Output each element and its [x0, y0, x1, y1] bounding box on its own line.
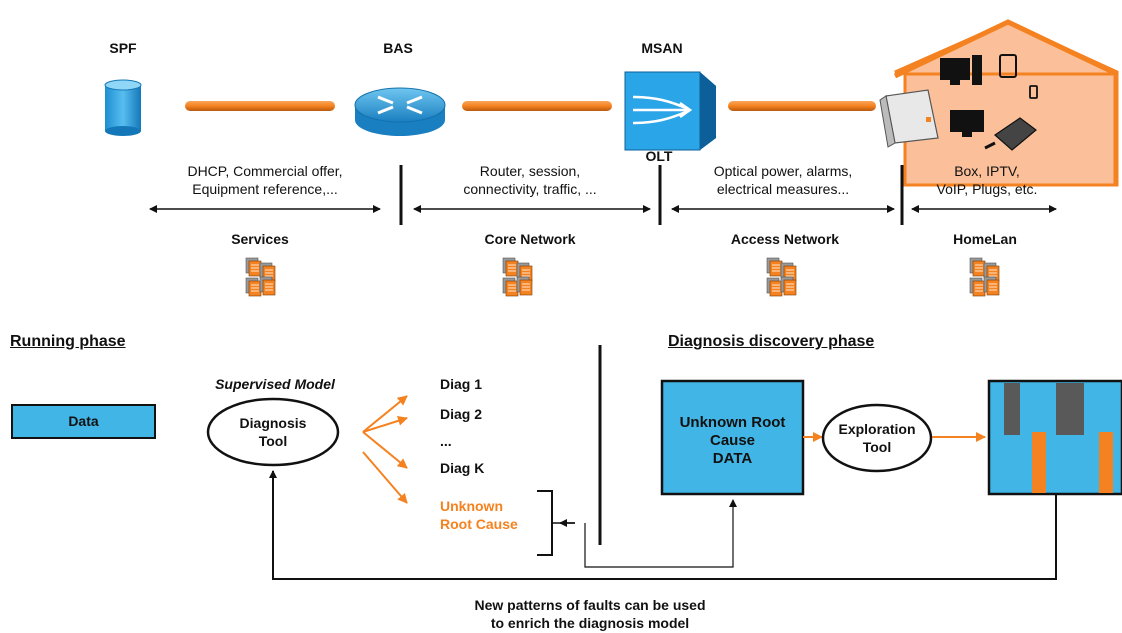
bas-label: BAS — [383, 40, 413, 56]
segment-label-access: Access Network — [730, 231, 840, 247]
segment-label-homelan: HomeLan — [953, 231, 1017, 247]
cluster-result-box — [987, 379, 1122, 496]
diag-output: Diag K — [440, 460, 485, 476]
segment-label-services: Services — [231, 231, 289, 247]
pipe-spf-bas — [185, 101, 335, 111]
segment-desc: Optical power, alarms, electrical measur… — [713, 163, 853, 197]
unknown-root-cause-label: Unknown Root Cause — [440, 498, 518, 532]
segment-desc: DHCP, Commercial offer, Equipment refere… — [187, 163, 343, 197]
segment-desc: Box, IPTV, VoIP, Plugs, etc. — [936, 163, 1038, 197]
document-stack-icon — [245, 257, 276, 297]
document-stack-icon — [766, 257, 797, 297]
data-box — [11, 404, 156, 439]
olt-label: OLT — [645, 148, 673, 164]
running-phase-heading: Running phase — [10, 333, 126, 350]
msan-label: MSAN — [641, 40, 683, 56]
document-stack-icon — [502, 257, 533, 297]
msan-icon — [624, 71, 716, 151]
supervised-model-label: Supervised Model — [215, 376, 335, 392]
pipe-bas-msan — [462, 101, 612, 111]
diagnosis-tool-label: Diagnosis Tool — [239, 415, 307, 449]
diag-output: Diag 2 — [440, 406, 483, 422]
document-stack-icon — [969, 257, 1000, 297]
spf-label: SPF — [109, 40, 137, 56]
exploration-tool-ellipse — [821, 403, 933, 473]
diagnosis-tool-ellipse — [206, 397, 340, 467]
exploration-tool-label: Exploration Tool — [838, 421, 916, 455]
router-icon — [354, 87, 446, 136]
unknown-root-cause-box-label: Unknown Root Cause DATA — [679, 414, 786, 467]
segment-desc: Router, session, connectivity, traffic, … — [463, 163, 597, 197]
house-icon — [879, 19, 1119, 187]
data-box-label: Data — [68, 413, 99, 429]
footer-caption: New patterns of faults can be used to en… — [474, 597, 706, 631]
discovery-phase-heading: Diagnosis discovery phase — [668, 333, 875, 350]
unknown-root-cause-box — [660, 379, 805, 496]
pipe-msan-home — [728, 101, 876, 111]
diag-output: ... — [440, 433, 452, 449]
database-icon — [104, 79, 142, 136]
segment-label-core: Core Network — [484, 231, 576, 247]
diag-output: Diag 1 — [440, 376, 483, 392]
